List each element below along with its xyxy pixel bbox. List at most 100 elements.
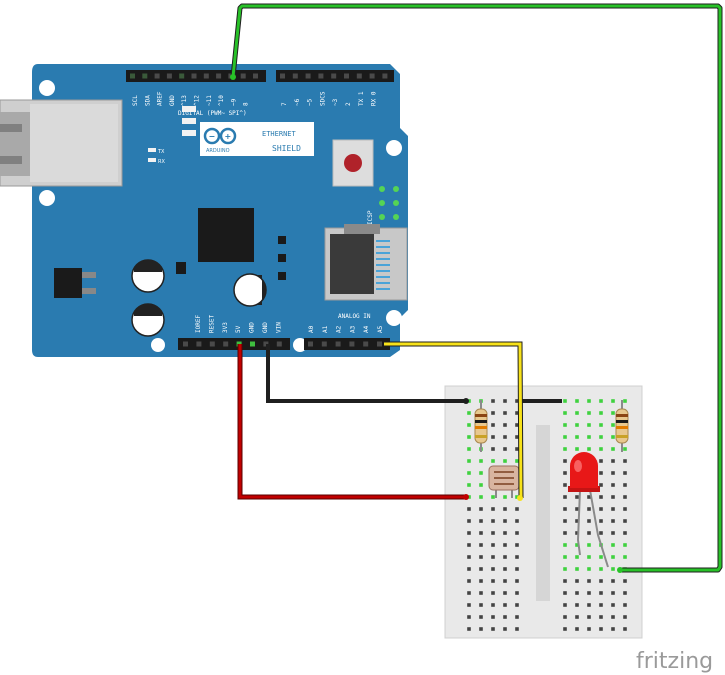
breadboard-hole [479, 459, 483, 463]
voltage-regulator [54, 268, 96, 298]
pin-label: A2 [336, 325, 343, 333]
wire-black-gnd [266, 344, 466, 403]
breadboard-hole [467, 423, 471, 427]
pin-label: ^13 [181, 95, 188, 106]
breadboard-hole [515, 411, 519, 415]
breadboard-hole [599, 579, 603, 583]
breadboard-hole [491, 543, 495, 547]
breadboard-hole [479, 507, 483, 511]
breadboard-hole [623, 483, 627, 487]
pin-label: 5V [235, 325, 242, 333]
pin-label: A0 [308, 325, 315, 333]
breadboard-hole [491, 519, 495, 523]
breadboard-hole [479, 543, 483, 547]
svg-text:−: − [209, 132, 216, 141]
pin-label: VIN [275, 322, 282, 333]
breadboard-hole [491, 531, 495, 535]
breadboard-hole [479, 615, 483, 619]
breadboard-hole [503, 579, 507, 583]
pin-label: ^10 [218, 95, 225, 106]
breadboard-hole [503, 495, 507, 499]
breadboard-hole [479, 519, 483, 523]
breadboard-hole [587, 531, 591, 535]
breadboard-hole [623, 459, 627, 463]
pin-label: 8 [243, 102, 250, 106]
breadboard-hole [575, 579, 579, 583]
wire-red-5v [237, 344, 466, 500]
breadboard-hole [575, 519, 579, 523]
breadboard-hole [479, 483, 483, 487]
breadboard-hole [503, 423, 507, 427]
breadboard-hole [599, 459, 603, 463]
breadboard-hole [611, 615, 615, 619]
breadboard-hole [479, 471, 483, 475]
pin-label: SDA [144, 95, 151, 106]
pin-label: ~6 [294, 98, 301, 106]
smd-component [176, 262, 186, 274]
breadboard-hole [467, 447, 471, 451]
breadboard-hole [515, 519, 519, 523]
breadboard-hole [623, 603, 627, 607]
breadboard-hole [467, 543, 471, 547]
breadboard-hole [467, 555, 471, 559]
breadboard-hole [515, 531, 519, 535]
breadboard-hole [563, 435, 567, 439]
pin-label: GND [169, 95, 176, 106]
pin-label: SCL [132, 95, 139, 106]
breadboard-hole [587, 591, 591, 595]
breadboard-hole [623, 591, 627, 595]
breadboard-hole [467, 483, 471, 487]
breadboard-hole [575, 435, 579, 439]
breadboard-center-channel [536, 425, 550, 601]
smd-component [278, 236, 286, 244]
breadboard-hole [575, 399, 579, 403]
pin-label: ~3 [332, 98, 339, 106]
pin-label: ~5 [307, 98, 314, 106]
breadboard-hole [515, 579, 519, 583]
digital-label: DIGITAL (PWM~ SPI^) [178, 110, 247, 117]
breadboard-hole [503, 567, 507, 571]
breadboard-hole [599, 495, 603, 499]
breadboard-hole [611, 531, 615, 535]
breadboard-hole [479, 531, 483, 535]
breadboard-hole [491, 591, 495, 595]
breadboard-hole [563, 627, 567, 631]
mounting-hole [386, 310, 402, 326]
breadboard-hole [563, 615, 567, 619]
breadboard-hole [491, 435, 495, 439]
breadboard-hole [575, 591, 579, 595]
breadboard-hole [599, 603, 603, 607]
breadboard-hole [515, 591, 519, 595]
shield-title-line1: ETHERNET [262, 130, 297, 138]
mounting-hole [293, 338, 307, 352]
breadboard-hole [587, 519, 591, 523]
smd-component [278, 272, 286, 280]
breadboard-hole [491, 567, 495, 571]
breadboard-hole [563, 447, 567, 451]
breadboard-hole [623, 531, 627, 535]
status-led [182, 118, 196, 124]
breadboard-hole [575, 531, 579, 535]
breadboard-hole [467, 579, 471, 583]
resistor [615, 400, 629, 452]
breadboard-hole [599, 471, 603, 475]
icsp-label: ICSP [367, 210, 374, 225]
tx-label: TX [157, 149, 165, 155]
breadboard-hole [467, 471, 471, 475]
breadboard-hole [479, 591, 483, 595]
breadboard-hole [515, 435, 519, 439]
pin-label: TX 1 [358, 91, 365, 106]
smd-component [278, 254, 286, 262]
breadboard-hole [515, 627, 519, 631]
breadboard-hole [467, 603, 471, 607]
breadboard-hole [503, 411, 507, 415]
arduino-logo-text: ARDUINO [206, 148, 230, 154]
breadboard-hole [515, 615, 519, 619]
breadboard-hole [599, 507, 603, 511]
breadboard-hole [503, 603, 507, 607]
breadboard-hole [611, 579, 615, 583]
breadboard-hole [575, 543, 579, 547]
breadboard-hole [611, 543, 615, 547]
breadboard-hole [599, 483, 603, 487]
